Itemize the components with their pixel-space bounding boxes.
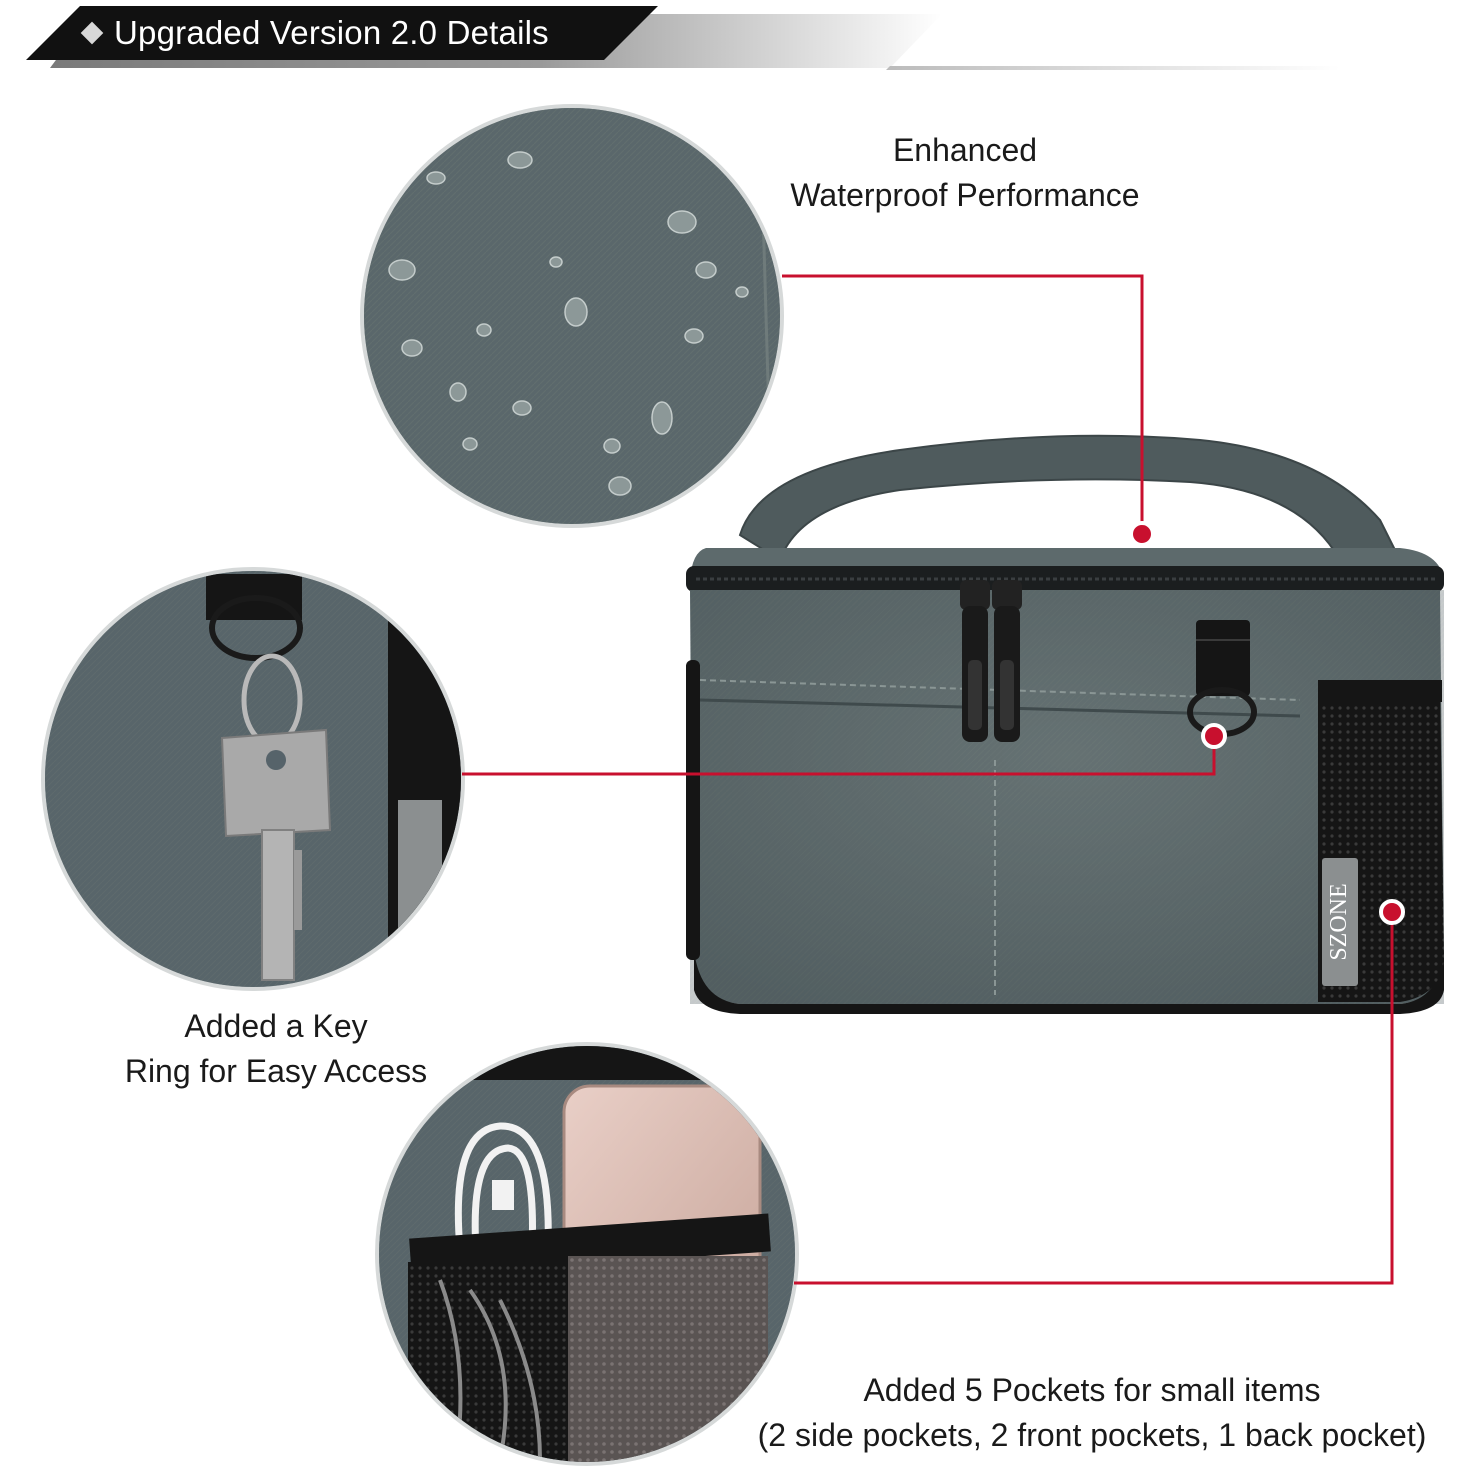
callout-line-pockets bbox=[794, 912, 1394, 1285]
brand-tag: SZONE bbox=[1322, 858, 1358, 986]
d-ring-icon bbox=[209, 595, 303, 661]
banner-fade-line bbox=[886, 66, 1340, 70]
banner-title-group: Upgraded Version 2.0 Details bbox=[80, 13, 549, 53]
callout-pockets-line-2: (2 side pockets, 2 front pockets, 1 back… bbox=[757, 1417, 1427, 1453]
callout-keyring-line-2: Ring for Easy Access bbox=[124, 1053, 428, 1089]
zipper-pulls bbox=[960, 580, 1022, 742]
callout-label-waterproof: Enhanced Waterproof Performance bbox=[760, 128, 1170, 218]
callout-keyring-line-1: Added a Key bbox=[184, 1008, 368, 1044]
waterproof-detail-circle bbox=[360, 104, 784, 528]
header-banner: Upgraded Version 2.0 Details bbox=[0, 0, 1470, 80]
camera-bag: SZONE bbox=[686, 434, 1444, 1014]
callout-dot-pockets bbox=[1379, 899, 1405, 925]
callout-line-waterproof bbox=[782, 274, 1144, 534]
callout-dot-keyring bbox=[1201, 723, 1227, 749]
callout-dots bbox=[1129, 521, 1405, 925]
key-icon bbox=[220, 728, 332, 981]
callout-waterproof-line-1: Enhanced bbox=[892, 132, 1038, 168]
brand-tag-text: SZONE bbox=[1326, 883, 1352, 960]
callout-pockets-line-1: Added 5 Pockets for small items bbox=[863, 1372, 1321, 1408]
callout-dot-waterproof bbox=[1129, 521, 1155, 547]
keyring-detail-circle bbox=[41, 567, 465, 991]
bag-handle bbox=[738, 434, 1402, 562]
banner-black-band bbox=[26, 6, 658, 60]
bag-bottom-trim bbox=[694, 950, 1444, 1014]
cable-icon bbox=[454, 1122, 552, 1251]
callout-label-keyring: Added a Key Ring for Easy Access bbox=[96, 1004, 456, 1094]
left-side-trim bbox=[686, 660, 700, 960]
banner-shapes bbox=[26, 6, 1340, 70]
mini-brand-tag bbox=[398, 800, 442, 940]
zipper-band bbox=[686, 566, 1444, 592]
banner-title: Upgraded Version 2.0 Details bbox=[114, 14, 549, 51]
pocket-elastic bbox=[409, 1213, 771, 1277]
side-pocket-elastic bbox=[1318, 680, 1442, 702]
callout-label-pockets: Added 5 Pockets for small items (2 side … bbox=[712, 1368, 1470, 1458]
water-droplets bbox=[388, 151, 749, 496]
callout-waterproof-line-2: Waterproof Performance bbox=[790, 177, 1140, 213]
